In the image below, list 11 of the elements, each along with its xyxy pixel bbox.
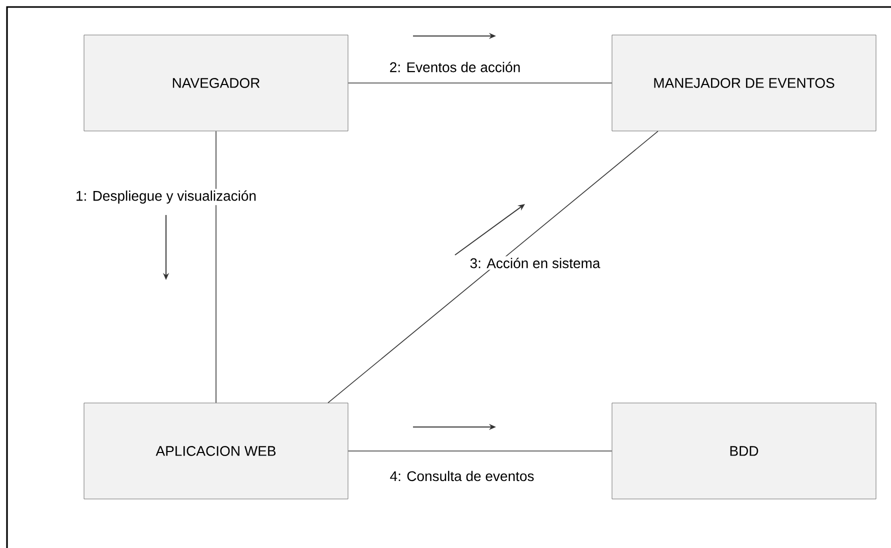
connector-line [328,130,658,404]
object-box: APLICACION WEB [84,402,348,500]
object-box: NAVEGADOR [84,34,348,132]
connector-line [348,82,612,84]
connector-line [348,450,612,452]
object-box: BDD [612,402,876,500]
edge-label: 1: Despliegue y visualización [76,190,256,204]
edge-label: 2: Eventos de acción [390,62,520,72]
edge-label: 4: Consulta de eventos [390,470,534,482]
edge-label: 3: Acción en sistema [470,258,600,268]
object-box: MANEJADOR DE EVENTOS [612,34,876,132]
